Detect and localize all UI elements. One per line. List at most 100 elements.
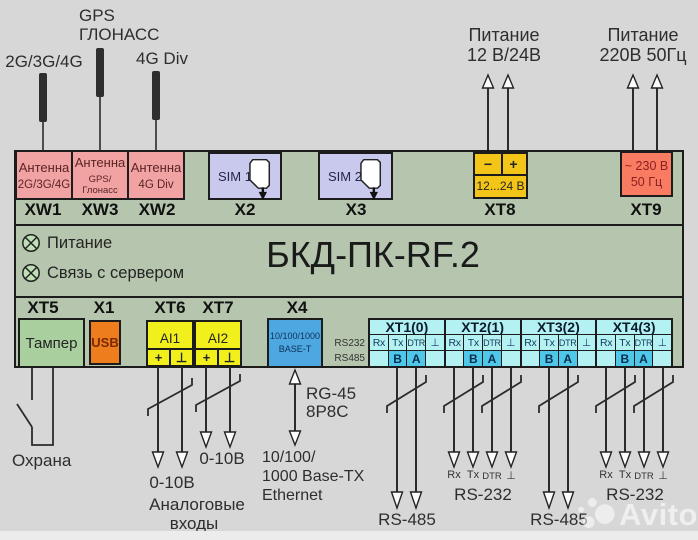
- ethernet-double-arrow-icon: [288, 368, 302, 447]
- analog-input-2-box: AI2 + ⊥: [194, 320, 242, 367]
- xt1-rs485-wires: [386, 368, 427, 511]
- ethernet-caption-line3: Ethernet: [262, 487, 323, 504]
- device-title: БКД-ПК-RF.2: [266, 234, 480, 275]
- usb-label: USB: [91, 335, 119, 350]
- sub-blank: [426, 351, 444, 366]
- twisted-pair-mark: [147, 378, 193, 416]
- rs485-bus-label: RS-485: [378, 510, 436, 529]
- power-dc-arrows-icon: [481, 73, 515, 150]
- antenna-rod-4gdiv-icon: [152, 71, 160, 150]
- ethernet-standard: BASE-T: [278, 344, 312, 354]
- ai2-gnd-cell: ⊥: [223, 349, 236, 365]
- twisted-pair-mark: [538, 375, 579, 413]
- rj45-label-line2: 8P8C: [306, 402, 349, 421]
- power-led-icon: [22, 234, 40, 252]
- tamper-switch-icon: [16, 368, 54, 446]
- power-dc-terminal: − + 12...24 В: [473, 152, 528, 199]
- sub-blank: [502, 351, 520, 366]
- sub-blank: [578, 351, 596, 366]
- server-link-led-icon: [22, 264, 40, 282]
- ai1-range-label: 0-10В: [149, 473, 195, 492]
- twisted-pair-mark: [443, 375, 484, 413]
- twisted-pair-mark: [386, 375, 427, 413]
- sub-a: A: [634, 351, 654, 366]
- power-ac-terminal: ~ 230 В 50 Гц: [620, 151, 673, 197]
- pin-rx: Rx: [597, 335, 616, 350]
- antenna-port-type: 2G/3G/4G: [17, 178, 71, 191]
- twisted-pair-mark: [195, 374, 241, 412]
- serial-group-name: XT4(3): [597, 319, 671, 335]
- ethernet-speed: 10/100/1000: [269, 331, 321, 341]
- antenna-port-title: Антенна: [74, 154, 126, 170]
- ai2-label: AI2: [207, 331, 229, 346]
- antenna-rod-gps-icon: [96, 48, 104, 150]
- pin-dtr: DTR: [407, 335, 427, 350]
- pin-tip-tx: Tx: [618, 469, 632, 481]
- bottom-strip: [0, 531, 698, 540]
- serial-group-name: XT1(0): [370, 319, 444, 335]
- pin-gnd: ⊥: [657, 336, 667, 349]
- rs485-row-label: RS485: [334, 353, 365, 364]
- connector-x3: X3: [345, 200, 367, 219]
- pin-rx: Rx: [522, 335, 541, 350]
- dc-voltage-range: 12...24 В: [476, 179, 525, 193]
- power-led-label: Питание: [47, 234, 113, 252]
- connector-x4: X4: [286, 298, 308, 317]
- connector-xt9: XT9: [630, 200, 662, 219]
- dc-plus-cell: +: [501, 154, 526, 176]
- pin-dtr: DTR: [483, 335, 502, 350]
- connector-x2: X2: [234, 200, 256, 219]
- board-divider-top: [14, 224, 684, 226]
- twisted-pair-mark: [481, 375, 522, 413]
- pin-tx: Tx: [389, 335, 408, 350]
- rs232-bus-label: RS-232: [454, 485, 512, 504]
- tamper-label: Тампер: [25, 334, 78, 352]
- pin-tip-dtr: DTR: [634, 471, 654, 482]
- xt2-rs232-wires: [443, 368, 522, 470]
- ai2-wires: [195, 367, 241, 450]
- connector-xw2: XW2: [138, 200, 176, 219]
- sub-a: A: [407, 351, 427, 366]
- ethernet-caption-line1: 10/100/: [262, 449, 316, 466]
- connector-xw1: XW1: [24, 200, 62, 219]
- antenna-port-4gdiv: Антенна 4G Div: [127, 150, 185, 200]
- connector-xt5: XT5: [27, 298, 59, 317]
- tamper-box: Тампер: [18, 318, 85, 368]
- sub-b: B: [615, 351, 635, 366]
- pin-dtr: DTR: [559, 335, 578, 350]
- sub-b: B: [540, 351, 559, 366]
- board-divider-bottom: [14, 296, 684, 298]
- antenna-port-gps: Антенна GPS/Глонасс: [71, 150, 129, 200]
- analog-input-1-box: AI1 + ⊥: [146, 320, 194, 367]
- antenna-4gdiv-label: 4G Div: [136, 49, 188, 68]
- power-ac-arrows-icon: [626, 73, 664, 150]
- serial-group-xt1: XT1(0) Rx Tx DTR ⊥ B A: [370, 319, 446, 366]
- twisted-pair-mark: [633, 375, 674, 413]
- power-dc-label-line1: Питание: [468, 25, 540, 45]
- antenna-gps-label-line2: ГЛОНАСС: [79, 25, 160, 44]
- sim-card-icon: [360, 158, 382, 201]
- ethernet-box: 10/100/1000 BASE-T: [267, 318, 323, 368]
- sub-blank: [370, 351, 389, 366]
- sub-blank: [653, 351, 671, 366]
- ac-voltage-line1: ~ 230 В: [624, 159, 669, 173]
- rs232-row-label: RS232: [334, 338, 365, 349]
- serial-group-xt2: XT2(1) Rx Tx DTR ⊥ B A: [445, 319, 522, 366]
- pin-tx: Tx: [540, 335, 559, 350]
- connector-xt7: XT7: [202, 298, 234, 317]
- ai1-plus-cell: +: [148, 350, 171, 365]
- antenna-port-type: 4G Div: [138, 178, 174, 191]
- ai1-label: AI1: [159, 331, 181, 346]
- pin-rx: Rx: [370, 335, 389, 350]
- power-ac-label-line1: Питание: [607, 25, 679, 45]
- ai1-wires: [147, 367, 193, 470]
- pin-gnd: ⊥: [430, 336, 440, 349]
- tamper-circuit-label: Охрана: [12, 451, 72, 470]
- antenna-port-2g3g4g: Антенна 2G/3G/4G: [15, 150, 73, 200]
- sim-slot-label: SIM 2: [328, 168, 362, 184]
- twisted-pair-mark: [595, 375, 636, 413]
- pin-dtr: DTR: [635, 335, 654, 350]
- antenna-2g3g4g-label: 2G/3G/4G: [5, 52, 83, 71]
- serial-terminal-block: XT1(0) Rx Tx DTR ⊥ B A XT2(1) Rx Tx DTR …: [368, 318, 673, 368]
